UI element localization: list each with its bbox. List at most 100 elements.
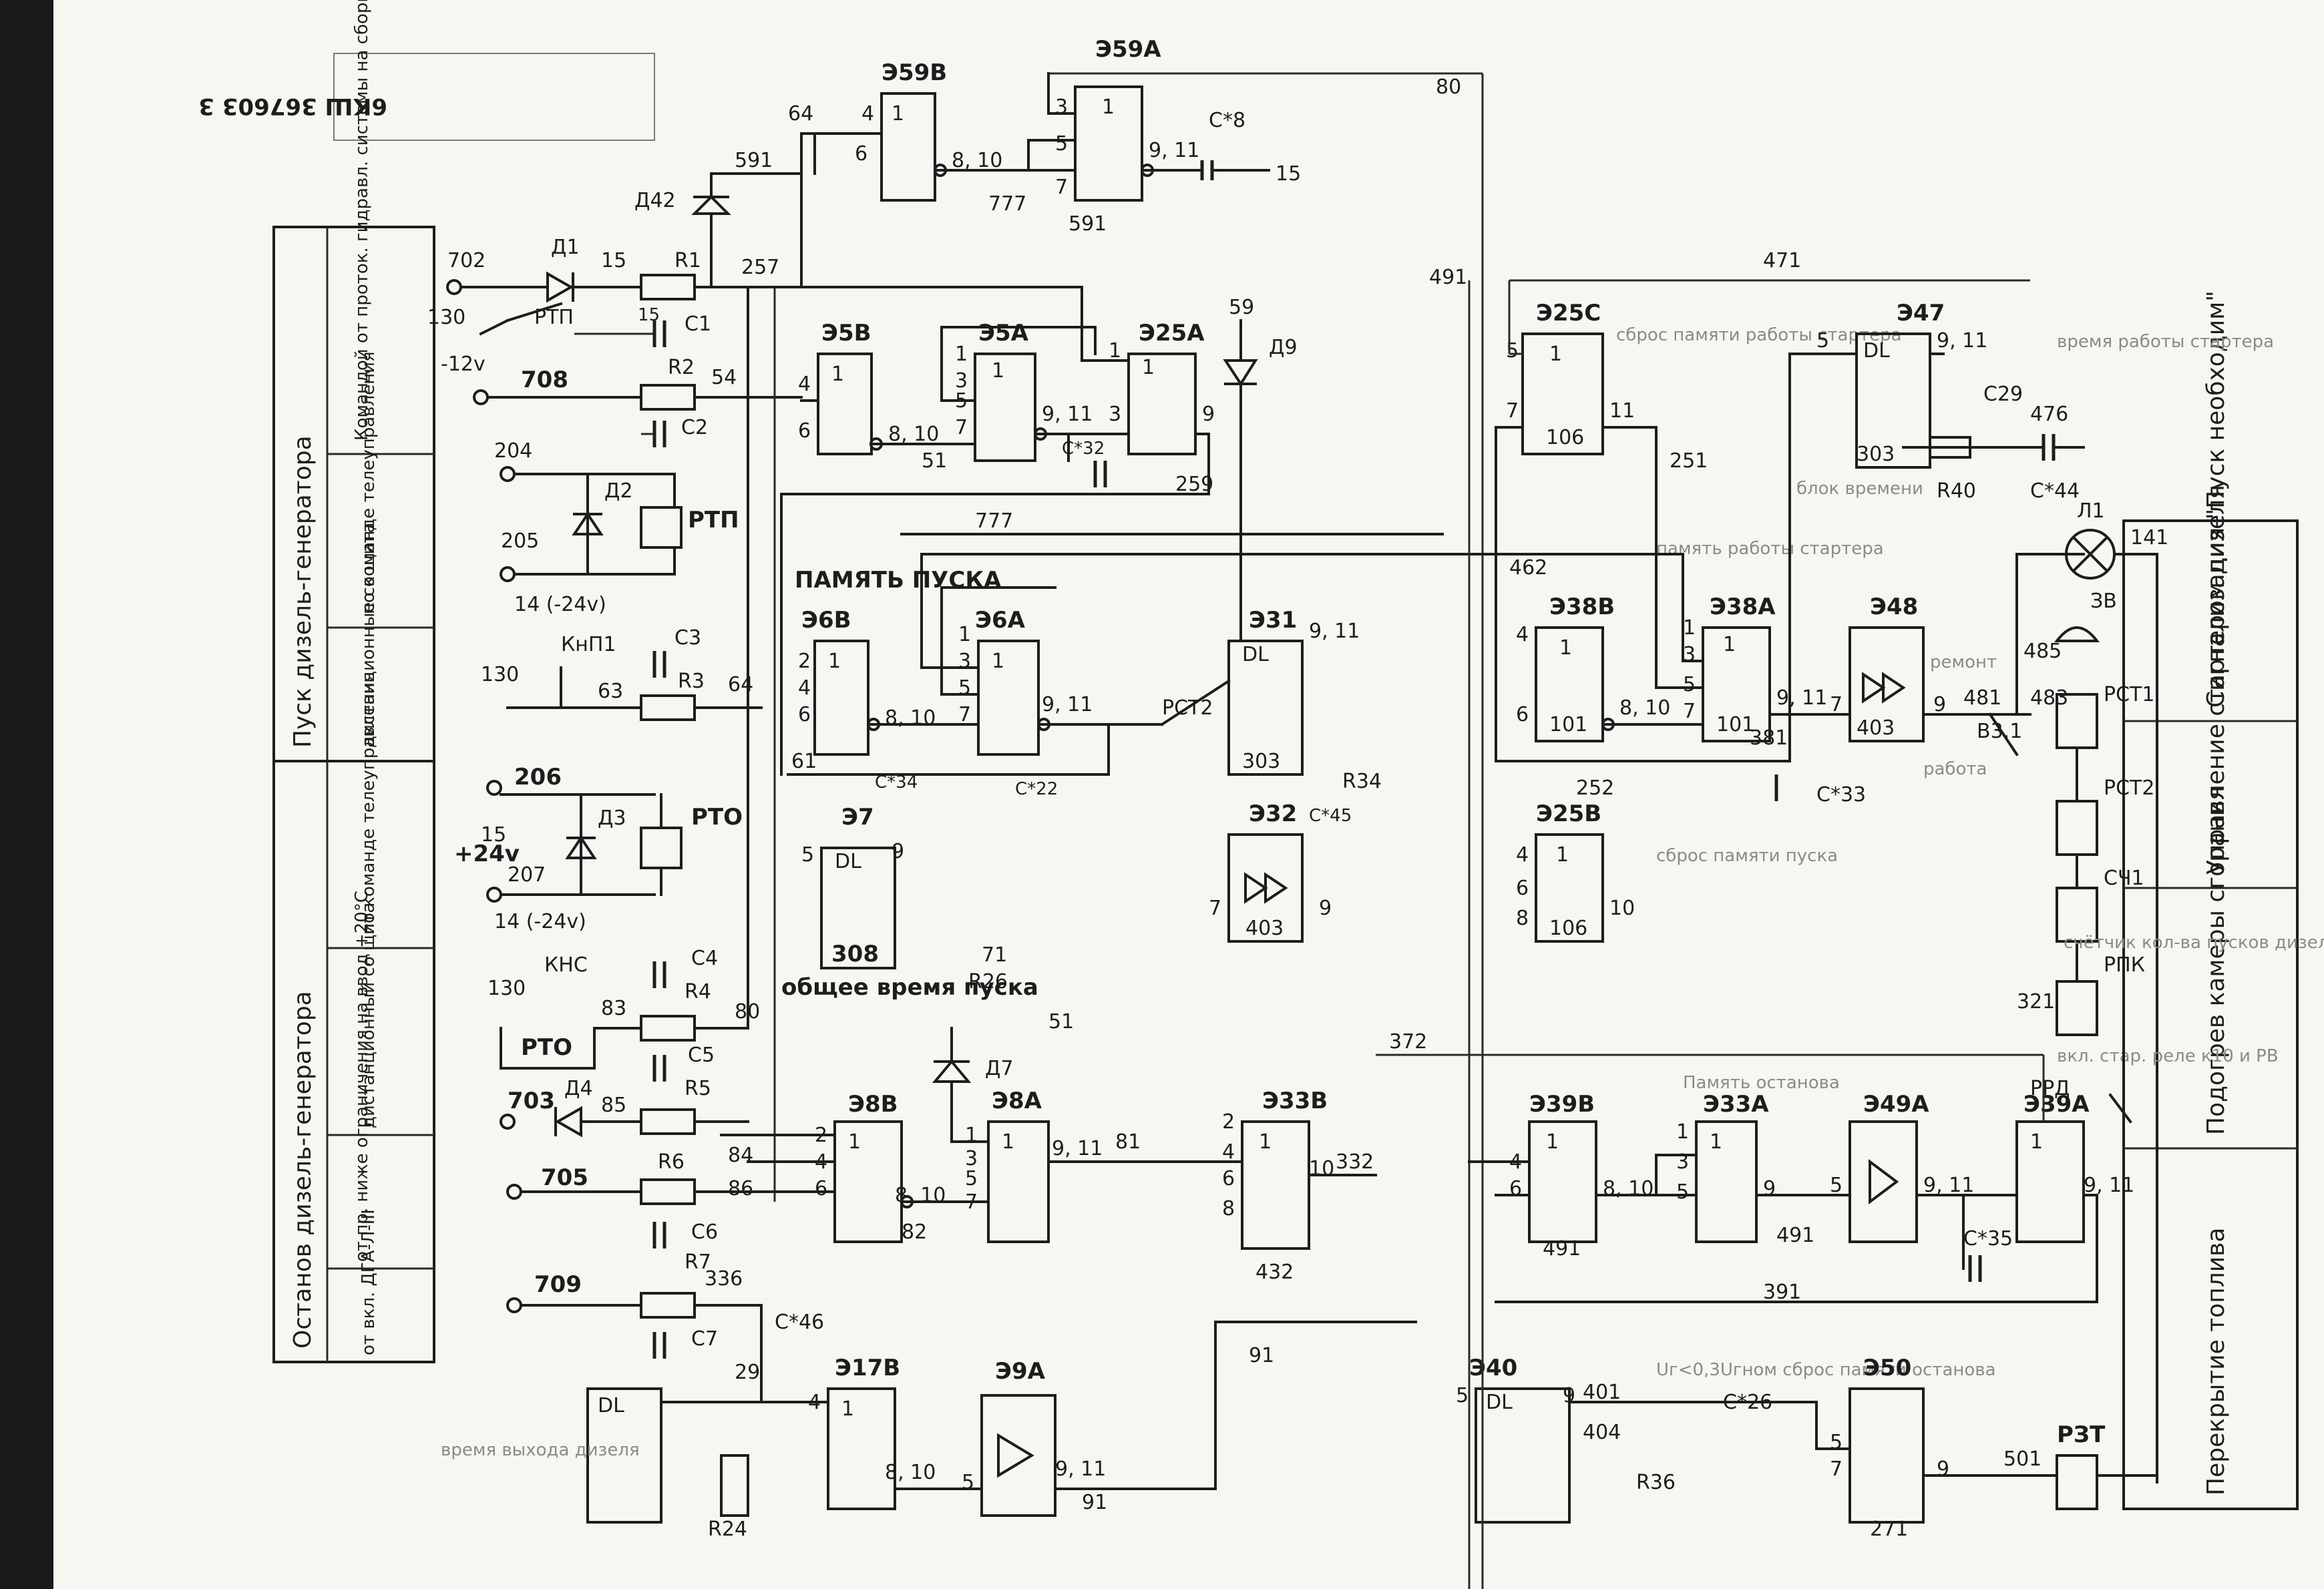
- svg-text:DL: DL: [1486, 1391, 1513, 1414]
- svg-text:6: 6: [1516, 703, 1529, 726]
- terminal-206: [486, 780, 502, 796]
- label-c29: C29: [1983, 383, 2023, 406]
- svg-text:1: 1: [992, 359, 1004, 383]
- diode-d3: [565, 835, 597, 859]
- diode-d9: [1223, 359, 1258, 387]
- terminal-207: [486, 887, 502, 903]
- stop-row-2: дистанционный со щита: [359, 903, 379, 1128]
- relay-rzt: [2056, 1454, 2098, 1510]
- svg-text:1: 1: [955, 343, 968, 366]
- svg-text:6: 6: [815, 1177, 827, 1200]
- block-e33a: [1695, 1120, 1758, 1243]
- label-491c: 491: [1776, 1224, 1814, 1247]
- svg-text:8, 10: 8, 10: [885, 1461, 936, 1484]
- label-777b: 777: [975, 509, 1013, 533]
- label-c3: C3: [674, 626, 701, 650]
- svg-text:1: 1: [828, 650, 841, 673]
- svg-text:9, 11: 9, 11: [1042, 693, 1093, 716]
- block-e6a: [977, 640, 1040, 756]
- label-391: 391: [1763, 1281, 1801, 1304]
- svg-text:10: 10: [1609, 897, 1635, 920]
- label-80a: 80: [1436, 75, 1461, 99]
- svg-text:1: 1: [1546, 1130, 1559, 1154]
- diode-d2: [572, 511, 604, 535]
- label-r26: R26: [968, 970, 1008, 993]
- svg-text:9, 11: 9, 11: [1937, 329, 1987, 353]
- svg-text:7: 7: [1055, 176, 1068, 199]
- label-l1: Л1: [2077, 499, 2105, 523]
- label-63: 63: [598, 680, 623, 703]
- svg-text:6: 6: [798, 419, 811, 443]
- svg-text:8, 10: 8, 10: [1603, 1177, 1654, 1200]
- svg-text:4: 4: [1516, 843, 1529, 867]
- label-r34: R34: [1342, 770, 1382, 793]
- svg-text:7: 7: [1830, 1457, 1843, 1481]
- svg-text:5: 5: [962, 1471, 974, 1494]
- label-d42: Д42: [634, 189, 676, 212]
- wiring: C*8 15 64 591 777 591 80 257 491 Д42 C*3…: [634, 72, 2324, 1589]
- svg-text:8: 8: [1222, 1197, 1235, 1220]
- svg-text:1: 1: [1723, 633, 1736, 656]
- label-485: 485: [2023, 640, 2062, 663]
- label-c35: C*35: [1963, 1227, 2013, 1251]
- label-rto-coil: РТО: [691, 804, 743, 831]
- svg-text:9: 9: [1563, 1384, 1575, 1407]
- label-e33a: Э33А: [1703, 1091, 1769, 1118]
- label-d9: Д9: [1269, 336, 1298, 359]
- resistor-r7: [640, 1292, 696, 1319]
- svg-text:3: 3: [958, 650, 971, 673]
- svg-text:1: 1: [1676, 1120, 1689, 1144]
- label-e38v: Э38В: [1549, 594, 1615, 620]
- block-e38a: [1702, 626, 1771, 742]
- block-e8a: [987, 1120, 1050, 1243]
- label-r4: R4: [685, 980, 711, 1003]
- label-83: 83: [601, 997, 626, 1020]
- svg-text:9, 11: 9, 11: [1052, 1137, 1103, 1160]
- label-e9a: Э9А: [995, 1358, 1046, 1385]
- block-e39v: [1528, 1120, 1597, 1243]
- diode-d1: [546, 271, 574, 303]
- terminal-703: [500, 1114, 516, 1130]
- label-c4: C4: [691, 947, 718, 970]
- svg-text:1: 1: [1559, 636, 1572, 660]
- label-r5: R5: [685, 1077, 711, 1100]
- svg-text:8: 8: [1516, 907, 1529, 930]
- label-r3: R3: [678, 670, 705, 693]
- svg-text:5: 5: [958, 676, 971, 700]
- label-rst1: РСТ1: [2104, 683, 2154, 706]
- label-c6: C6: [691, 1220, 718, 1244]
- svg-text:2: 2: [798, 650, 811, 673]
- label-54: 54: [711, 366, 737, 389]
- terminal-705: [506, 1184, 522, 1200]
- block-e25a: [1127, 353, 1197, 455]
- label-c7: C7: [691, 1327, 718, 1351]
- start-row-1: Командой от проток. гидравл. системы на …: [352, 0, 372, 441]
- note-repair: ремонт: [1930, 652, 1997, 672]
- svg-text:7: 7: [955, 416, 968, 439]
- svg-text:5: 5: [1830, 1431, 1843, 1454]
- label-708: 708: [521, 367, 568, 393]
- block-e49a: [1849, 1120, 1918, 1243]
- label-d3: Д3: [598, 807, 626, 830]
- svg-text:1: 1: [1002, 1130, 1014, 1154]
- label-252: 252: [1576, 776, 1614, 800]
- svg-text:7: 7: [958, 703, 971, 726]
- svg-text:7: 7: [1830, 693, 1843, 716]
- label-sch1: СЧ1: [2104, 867, 2144, 890]
- svg-text:1: 1: [992, 650, 1004, 673]
- label-memory-start: ПАМЯТЬ ПУСКА: [795, 567, 1002, 594]
- label-d7: Д7: [985, 1057, 1014, 1080]
- diode-d4: [554, 1106, 582, 1138]
- right-row-2: Управление стартером дизеля: [2202, 485, 2230, 875]
- label-14a: 14 (-24v): [514, 593, 606, 616]
- input-network: 702 130 -12v Д1 15 R1 РТП C1 15 708 R2 5…: [427, 236, 803, 1359]
- svg-text:DL: DL: [1242, 643, 1269, 666]
- switch-rtp: [506, 302, 563, 322]
- label-271: 271: [1870, 1518, 1908, 1541]
- label-rpk: РПК: [2104, 953, 2145, 977]
- terminal-702: [446, 279, 462, 295]
- diode-d42: [691, 195, 731, 215]
- label-c46: C*46: [775, 1311, 824, 1334]
- note-starter-reset: сброс памяти работы стартера: [1616, 325, 1902, 345]
- svg-text:5: 5: [1456, 1384, 1469, 1407]
